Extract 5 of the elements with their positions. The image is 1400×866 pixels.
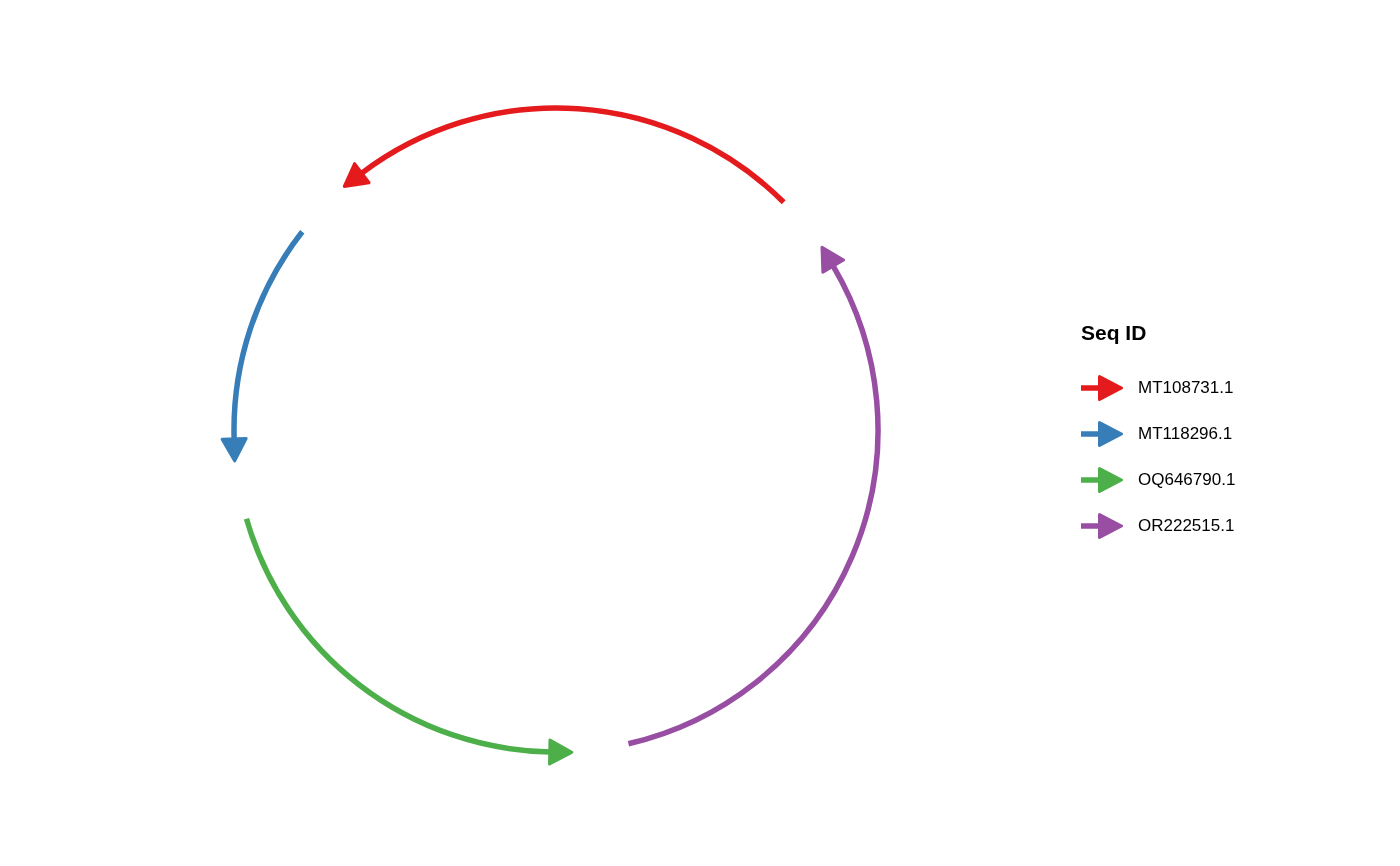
legend-label: MT118296.1 <box>1138 424 1233 444</box>
legend-label: MT108731.1 <box>1138 378 1234 398</box>
legend-title: Seq ID <box>1081 320 1148 346</box>
legend-label: OR222515.1 <box>1138 516 1235 536</box>
legend-label: OQ646790.1 <box>1138 470 1236 490</box>
